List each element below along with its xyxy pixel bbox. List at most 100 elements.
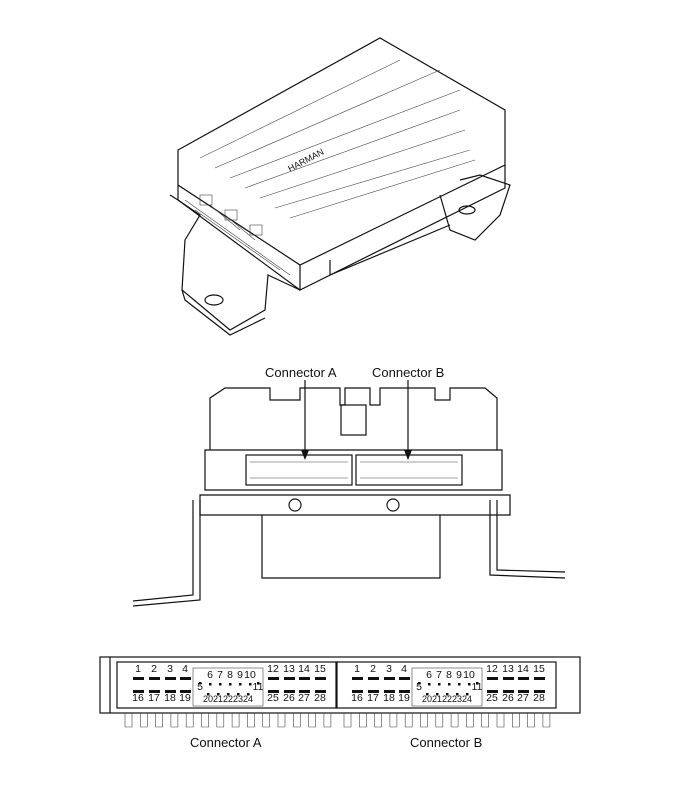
pin-marker: [239, 683, 242, 686]
pin-marker: [149, 677, 160, 680]
connector-b-pin-2: 2: [370, 663, 376, 675]
connector-b-pin-26: 26: [502, 692, 514, 704]
pin-marker: [249, 683, 252, 686]
terminal-leg: [216, 713, 225, 728]
connector-b-pin-5: 5: [416, 681, 422, 693]
connector-a-pin-17: 17: [148, 692, 160, 704]
connector-b-pin-22: 22: [442, 694, 452, 704]
pin-marker: [257, 682, 260, 685]
connector-b-pin-27: 27: [517, 692, 529, 704]
terminal-leg: [496, 713, 505, 728]
terminal-leg: [140, 713, 148, 728]
pin-marker: [284, 677, 295, 680]
connector-a-pin-16: 16: [132, 692, 144, 704]
connector-b-pin-18: 18: [383, 692, 395, 704]
connector-a-pin-13: 13: [283, 663, 295, 675]
pin-marker: [518, 677, 529, 680]
terminal-leg: [262, 713, 270, 728]
pin-marker: [237, 693, 240, 696]
connector-a-pin-23: 23: [233, 694, 243, 704]
pin-marker: [436, 693, 439, 696]
pin-marker: [284, 690, 295, 693]
connector-b-pin-1: 1: [354, 663, 360, 675]
connector-b-pin-24: 24: [462, 694, 472, 704]
pin-marker: [487, 677, 498, 680]
logo-text: HARMAN: [286, 147, 325, 174]
connector-a-pin-20: 20: [203, 694, 213, 704]
pin-marker: [219, 683, 222, 686]
connector-b-pin-15: 15: [533, 663, 545, 675]
pin-marker: [180, 690, 191, 693]
connector-a-pin-2: 2: [151, 663, 157, 675]
pin-marker: [456, 693, 459, 696]
pin-marker: [368, 677, 379, 680]
terminal-leg: [466, 713, 474, 728]
connector-a-pin-21: 21: [213, 694, 223, 704]
pin-marker: [247, 693, 250, 696]
connector-a-pin-22: 22: [223, 694, 233, 704]
pin-marker: [458, 683, 461, 686]
pin-marker: [384, 690, 395, 693]
terminal-leg: [511, 713, 520, 728]
pin-marker: [268, 677, 279, 680]
connector-a-pin-27: 27: [298, 692, 310, 704]
terminal-leg: [155, 713, 163, 728]
connector-b-pin-20: 20: [422, 694, 432, 704]
center-cavity: [411, 667, 483, 707]
terminal-leg: [542, 713, 551, 728]
pin-marker: [209, 683, 212, 686]
terminal-leg: [277, 713, 286, 728]
pin-marker: [468, 683, 471, 686]
connector-b-pin-9: 9: [456, 669, 462, 681]
connector-a-pin-3: 3: [167, 663, 173, 675]
pin-marker: [199, 682, 202, 685]
pin-marker: [149, 690, 160, 693]
connector-b-pin-7: 7: [436, 669, 442, 681]
connector-b-pin-23: 23: [452, 694, 462, 704]
terminal-leg: [481, 713, 489, 728]
pin-marker: [229, 683, 232, 686]
terminal-leg: [343, 713, 352, 728]
pin-marker: [399, 690, 410, 693]
terminal-leg: [308, 713, 316, 728]
terminal-leg: [185, 713, 194, 728]
connector-a-pin-7: 7: [217, 669, 223, 681]
terminal-leg: [201, 713, 209, 728]
pin-marker: [446, 693, 449, 696]
terminal-leg: [323, 713, 332, 728]
connector-b-pin-16: 16: [351, 692, 363, 704]
pin-marker: [368, 690, 379, 693]
terminal-leg: [231, 713, 240, 728]
connector-a-pin-9: 9: [237, 669, 243, 681]
connector-a-pin-28: 28: [314, 692, 326, 704]
pin-marker: [418, 682, 421, 685]
terminal-leg: [435, 713, 444, 728]
pin-marker: [268, 690, 279, 693]
pin-marker: [180, 677, 191, 680]
connector-a-pin-6: 6: [207, 669, 213, 681]
pin-marker: [217, 693, 220, 696]
pin-marker: [133, 690, 144, 693]
connector-b-housing: [335, 661, 557, 709]
center-cavity: [192, 667, 264, 707]
pin-marker: [352, 690, 363, 693]
amplifier-isometric: HARMAN: [169, 37, 511, 336]
connector-b-callout: Connector B: [372, 365, 444, 380]
connector-b-pin-12: 12: [486, 663, 498, 675]
connector-a-pin-10: 10: [244, 669, 256, 681]
connector-a-label: Connector A: [190, 735, 262, 750]
connector-a-pin-5: 5: [197, 681, 203, 693]
terminal-leg: [359, 713, 367, 728]
pin-marker: [384, 677, 395, 680]
connector-a-pin-24: 24: [243, 694, 253, 704]
terminal-leg: [374, 713, 382, 728]
connector-b-pin-3: 3: [386, 663, 392, 675]
pin-marker: [352, 677, 363, 680]
pin-marker: [165, 677, 176, 680]
pin-marker: [315, 677, 326, 680]
connector-a-pin-15: 15: [314, 663, 326, 675]
connector-a-callout: Connector A: [265, 365, 337, 380]
pin-marker: [399, 677, 410, 680]
pin-marker: [315, 690, 326, 693]
